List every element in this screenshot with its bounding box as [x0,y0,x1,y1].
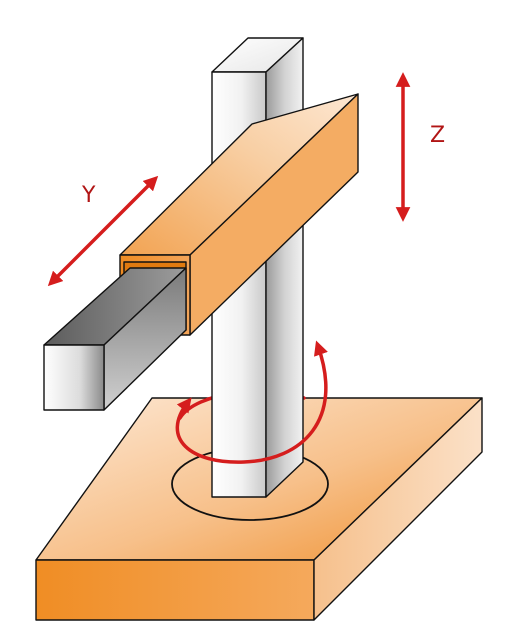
z-axis-label: Z [430,123,445,148]
base-front-face [35,559,315,621]
y-axis-label: Y [81,183,96,208]
sliding-arm [43,267,187,411]
base-side-face [313,397,483,621]
arm-end-face [43,344,105,411]
y-axis-arrow [47,175,159,287]
rotation-arrow-front [175,340,328,464]
